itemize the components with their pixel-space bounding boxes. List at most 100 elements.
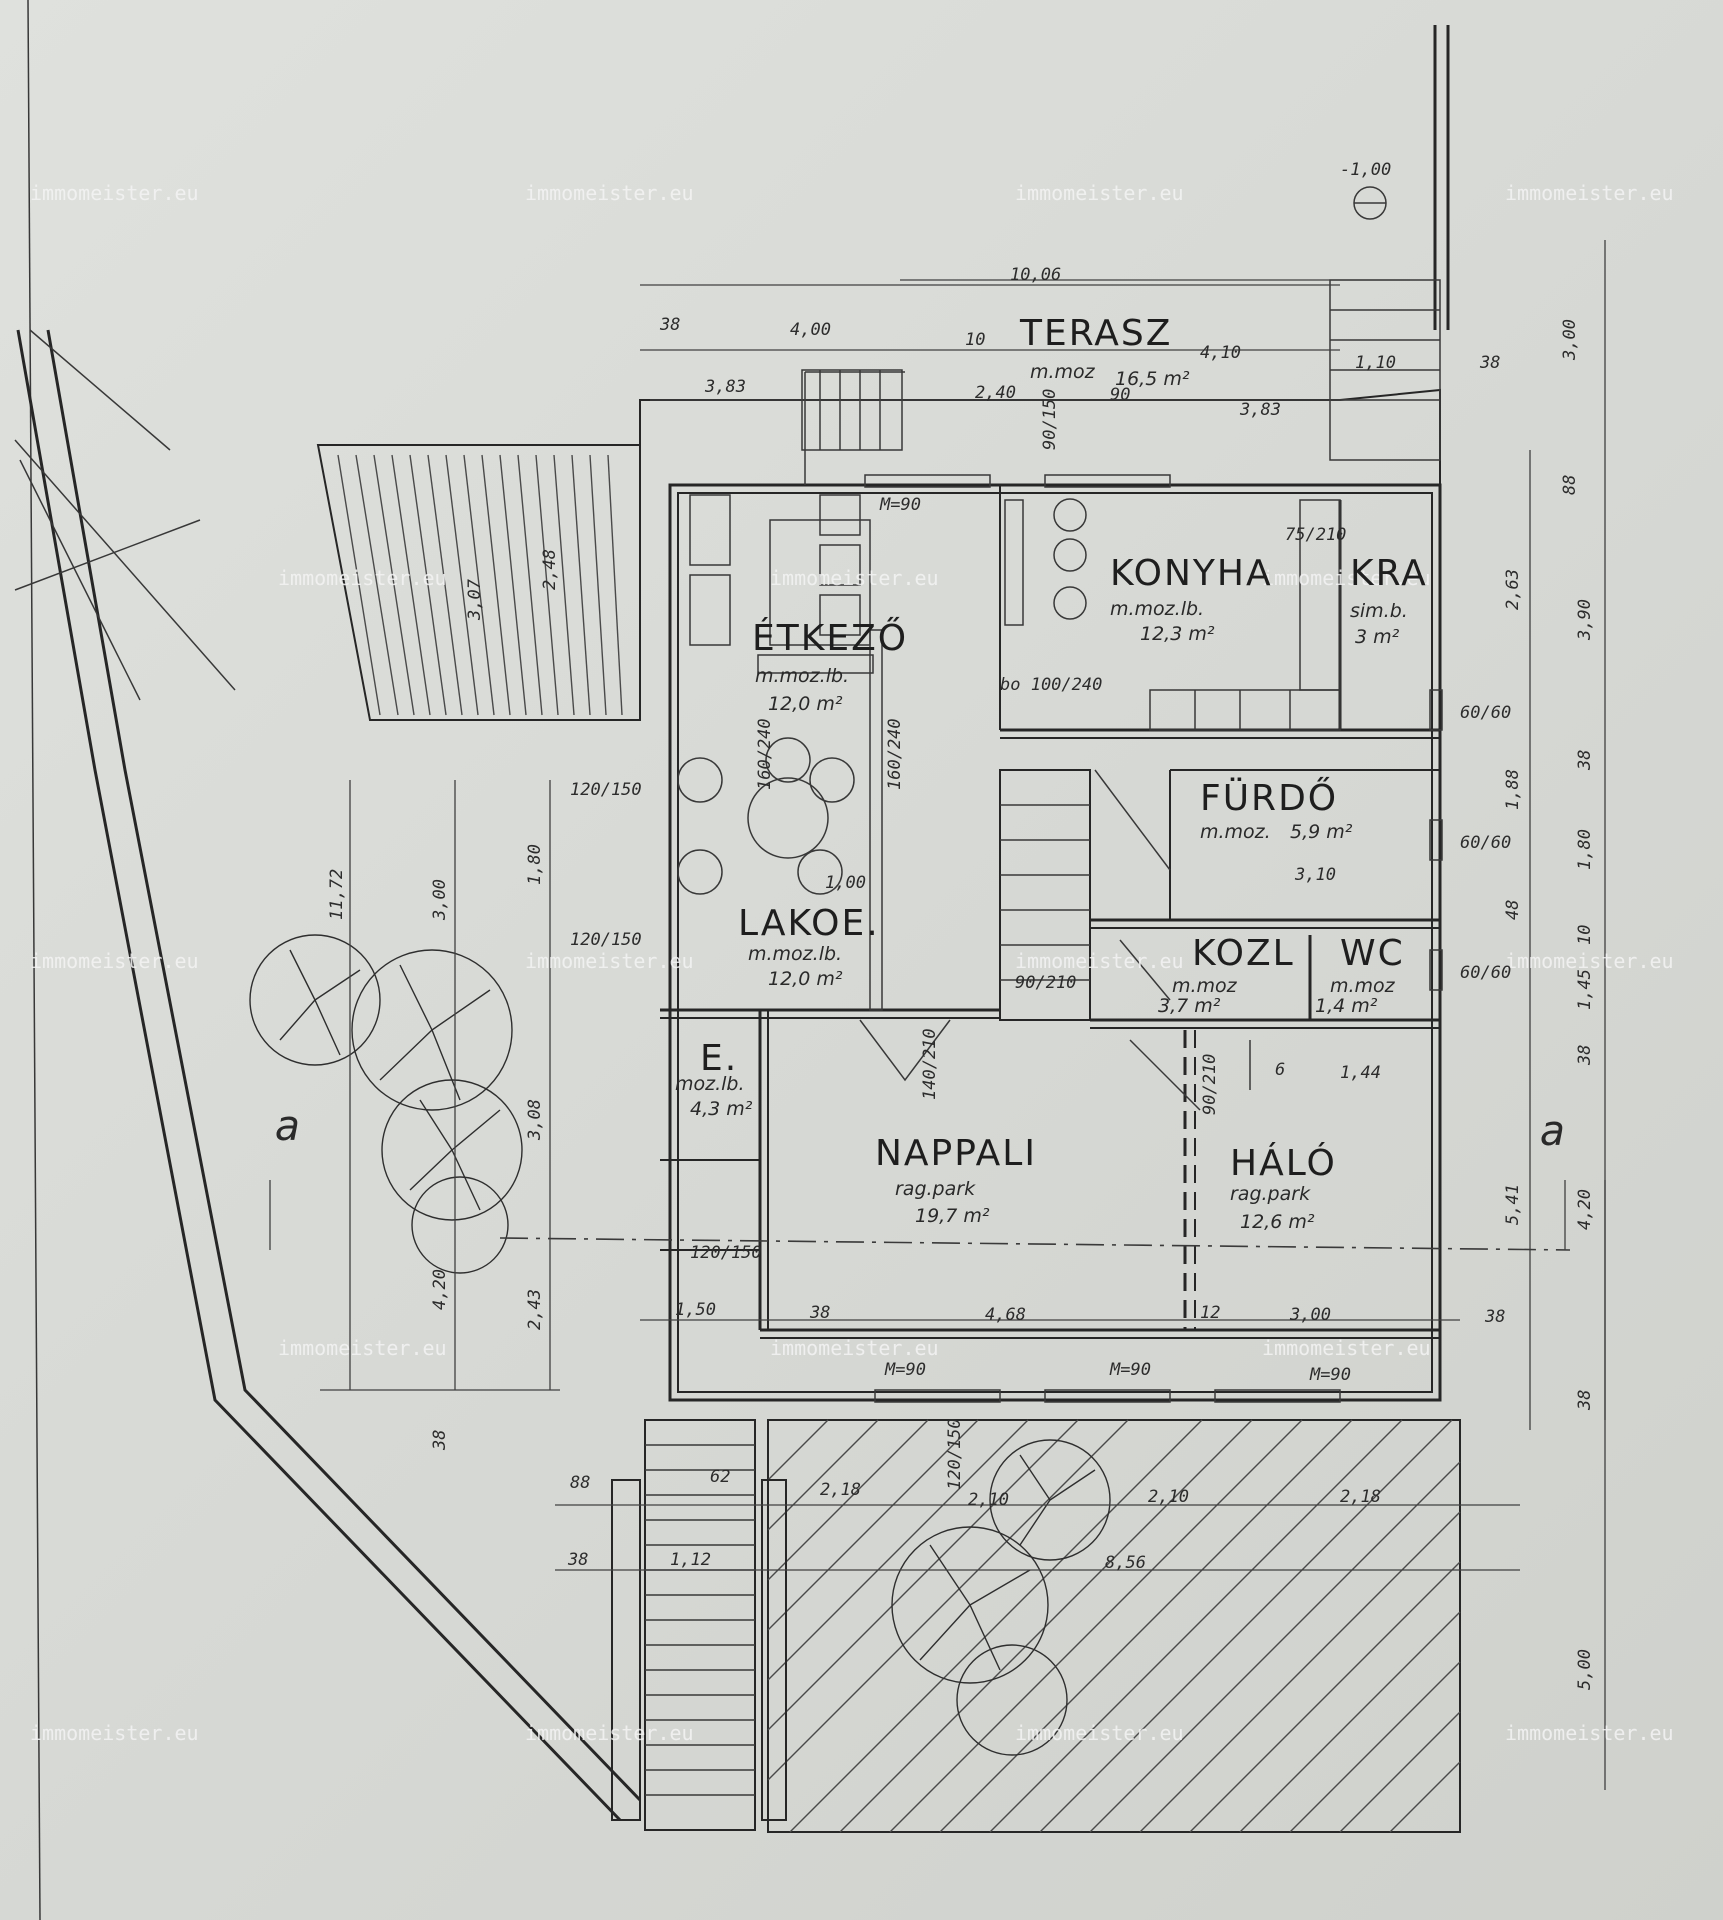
window-size-terrace-door: 90/150 [1040,389,1060,450]
dim-t-410: 4,10 [1200,343,1241,363]
dim-l-248: 2,48 [540,549,560,590]
room-area-kozl: 3,7 m² [1158,995,1221,1017]
dim-r-390: 3,90 [1575,599,1595,641]
watermark: immomeister.eu [278,566,447,590]
room-floor-kozl: m.moz [1172,975,1238,997]
room-name-etkezo: ÉTKEZŐ [752,617,908,659]
room-name-halo: HÁLÓ [1230,1142,1337,1184]
room-name-wc: WC [1340,933,1405,974]
dim-r-180: 1,80 [1575,829,1595,870]
watermark: immomeister.eu [525,1721,694,1745]
dimension-lines [269,240,1606,1790]
room-floor-wc: m.moz [1330,975,1396,997]
dim-b-210a: 2,10 [968,1490,1009,1510]
window-size-bottom: 120/150 [945,1418,965,1490]
dim-b-856: 8,56 [1105,1553,1146,1573]
dim-r-188: 1,88 [1503,769,1523,810]
dim-b-112: 1,12 [670,1550,711,1570]
watermark: immomeister.eu [30,949,199,973]
room-floor-lakoe: m.moz.lb. [748,943,842,965]
watermark: immomeister.eu [30,1721,199,1745]
room-area-wc: 1,4 m² [1315,995,1378,1017]
door-size-pantry: 75/210 [1285,525,1346,545]
dim-r-38c: 38 [1575,1390,1595,1411]
door-size-living-a: 160/240 [885,718,905,790]
window-size-bath: 60/60 [1460,833,1511,853]
door-size-halo: 90/210 [1200,1054,1220,1115]
room-name-eloszoba: E. [700,1038,738,1079]
watermark: immomeister.eu [1505,949,1674,973]
dim-top-overall: 10,06 [1010,265,1061,285]
level-marker [1353,186,1387,220]
site-boundary-right-top [1433,25,1450,330]
sill-height-top: M=90 [879,495,921,515]
watermark: immomeister.eu [1262,1336,1431,1360]
watermark: immomeister.eu [525,949,694,973]
dim-b-62: 62 [710,1467,730,1487]
room-name-furdo: FÜRDŐ [1200,777,1338,819]
dim-t-110: 1,10 [1355,353,1396,373]
dim-l-1172: 11,72 [327,869,347,920]
watermark: immomeister.eu [30,181,199,205]
room-floor-eloszoba: moz.lb. [675,1073,745,1095]
dim-r-420: 4,20 [1575,1189,1595,1230]
section-marker-right: a [1540,1106,1565,1155]
room-floor-kamra: sim.b. [1350,600,1408,622]
door-size-living-b: 160/240 [755,718,775,790]
dim-t-10: 10 [965,330,985,350]
left-deck-hatching [316,444,641,721]
site-boundary-left [14,329,642,1822]
dim-b-218: 2,18 [820,1480,861,1500]
dim-t-400: 4,00 [790,320,831,340]
watermark: immomeister.eu [1015,181,1184,205]
watermark: immomeister.eu [1262,566,1431,590]
window-size-wc: 60/60 [1460,963,1511,983]
dim-i-38r: 38 [1484,1307,1505,1327]
room-name-kamra: KRA [1350,553,1428,594]
dim-l-420: 4,20 [430,1269,450,1310]
door-size-stair: 90/210 [1015,973,1076,993]
dim-i-468: 4,68 [985,1305,1026,1325]
dim-i-150: 1,50 [675,1300,716,1320]
dim-t-38: 38 [659,315,680,335]
dim-l-243: 2,43 [525,1289,545,1330]
dim-b-38: 38 [567,1550,588,1570]
dim-r-88: 88 [1560,475,1580,495]
room-area-eloszoba: 4,3 m² [690,1098,753,1120]
room-area-nappali: 19,7 m² [915,1205,990,1227]
dim-i-144: 1,44 [1340,1063,1381,1083]
room-name-konyha: KONYHA [1110,553,1273,594]
dim-r-38a: 38 [1575,750,1595,771]
dim-r-145: 1,45 [1575,969,1595,1010]
room-area-furdo: 5,9 m² [1290,821,1353,843]
dim-t-383: 3,83 [704,377,746,397]
dim-r-541: 5,41 [1503,1184,1523,1225]
watermark: immomeister.eu [1015,949,1184,973]
dim-t-240: 2,40 [975,383,1016,403]
dimension-texts: 10,06 38 4,00 10 4,10 1,10 38 3,83 2,40 … [327,160,1595,1690]
room-floor-etkezo: m.moz.lb. [755,665,849,687]
garden-trees [249,934,1111,1756]
dim-r-300: 3,00 [1560,319,1580,361]
sill-height-bottom-left: M=90 [884,1360,926,1380]
dim-i-300: 3,00 [1289,1305,1331,1325]
dim-b-218r: 2,18 [1340,1487,1381,1507]
dim-t-90: 90 [1110,385,1130,405]
room-name-nappali: NAPPALI [875,1133,1037,1174]
dim-b-88: 88 [570,1473,590,1493]
dim-i-310: 3,10 [1294,865,1336,885]
room-floor-halo: rag.park [1230,1183,1311,1205]
room-area-halo: 12,6 m² [1240,1211,1315,1233]
room-name-terasz: TERASZ [1019,313,1172,354]
room-name-lakoe: LAKOE. [738,903,880,944]
watermark: immomeister.eu [1505,181,1674,205]
room-floor-konyha: m.moz.lb. [1110,598,1204,620]
furniture [677,494,1341,1111]
door-size-left-b: 120/150 [570,930,642,950]
level-marker-value: -1,00 [1340,160,1391,180]
dim-i-12: 12 [1200,1303,1220,1323]
watermarks: immomeister.eu immomeister.eu immomeiste… [30,181,1674,1745]
entry-stair [611,1419,787,1831]
